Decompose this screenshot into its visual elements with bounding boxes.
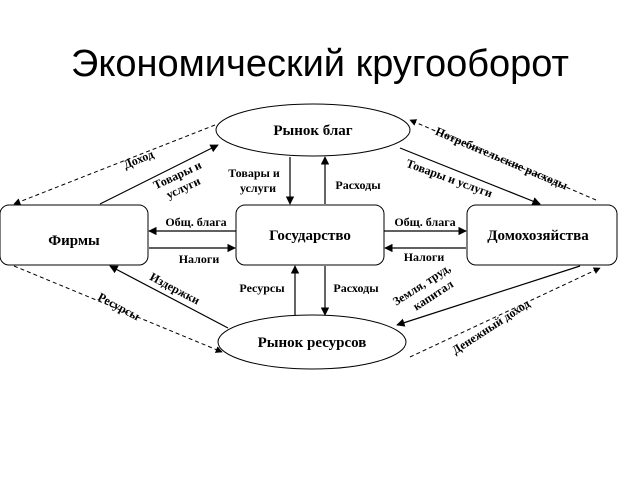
goods-services-gov-label-line2: услуги bbox=[240, 181, 276, 195]
resources-gov-label: Ресурсы bbox=[239, 281, 285, 295]
goods-services-households-label: Товары и услуги bbox=[404, 156, 494, 200]
goods-market-label: Рынок благ bbox=[273, 123, 352, 139]
public-goods-firms-label: Общ. блага bbox=[165, 215, 226, 229]
resource-market-node: Рынок ресурсов bbox=[217, 314, 407, 370]
goods-to-firms-arrow bbox=[99, 144, 219, 205]
taxes-firms-label: Налоги bbox=[179, 252, 220, 266]
resource-market-label: Рынок ресурсов bbox=[258, 335, 367, 351]
consumer-spending-arrow bbox=[409, 119, 597, 201]
goods-market-node: Рынок благ bbox=[215, 103, 411, 157]
public-goods-households-label: Общ. блага bbox=[394, 215, 455, 229]
goods-services-gov-label-line1: Товары и bbox=[228, 166, 280, 180]
spending-gov-goods-label: Расходы bbox=[335, 178, 381, 192]
resources-payment-arrow bbox=[13, 265, 223, 353]
money-income-label: Денежный доход bbox=[449, 296, 532, 357]
spending-gov-resources-label: Расходы bbox=[333, 281, 379, 295]
government-label: Государство bbox=[269, 228, 351, 244]
households-label: Домохозяйства bbox=[487, 228, 589, 244]
government-node: Государство bbox=[235, 204, 385, 266]
taxes-households-label: Налоги bbox=[404, 250, 445, 264]
resources-firms-label: Ресурсы bbox=[96, 290, 143, 324]
households-node: Домохозяйства bbox=[466, 204, 618, 266]
land-labor-capital-label: Земля, труд, капитал bbox=[390, 261, 456, 313]
costs-arrow bbox=[109, 265, 229, 329]
income-arrow bbox=[13, 124, 216, 205]
firms-label: Фирмы bbox=[48, 233, 100, 249]
income-label: Доход bbox=[121, 147, 155, 172]
firms-node: Фирмы bbox=[0, 204, 149, 266]
land-labor-capital-arrow bbox=[396, 265, 581, 327]
goods-services-firms-label: Товары и услуги bbox=[151, 158, 204, 202]
costs-label: Издержки bbox=[148, 269, 203, 307]
goods-to-households-arrow bbox=[399, 147, 541, 206]
page-title: Экономический кругооборот bbox=[71, 43, 569, 85]
